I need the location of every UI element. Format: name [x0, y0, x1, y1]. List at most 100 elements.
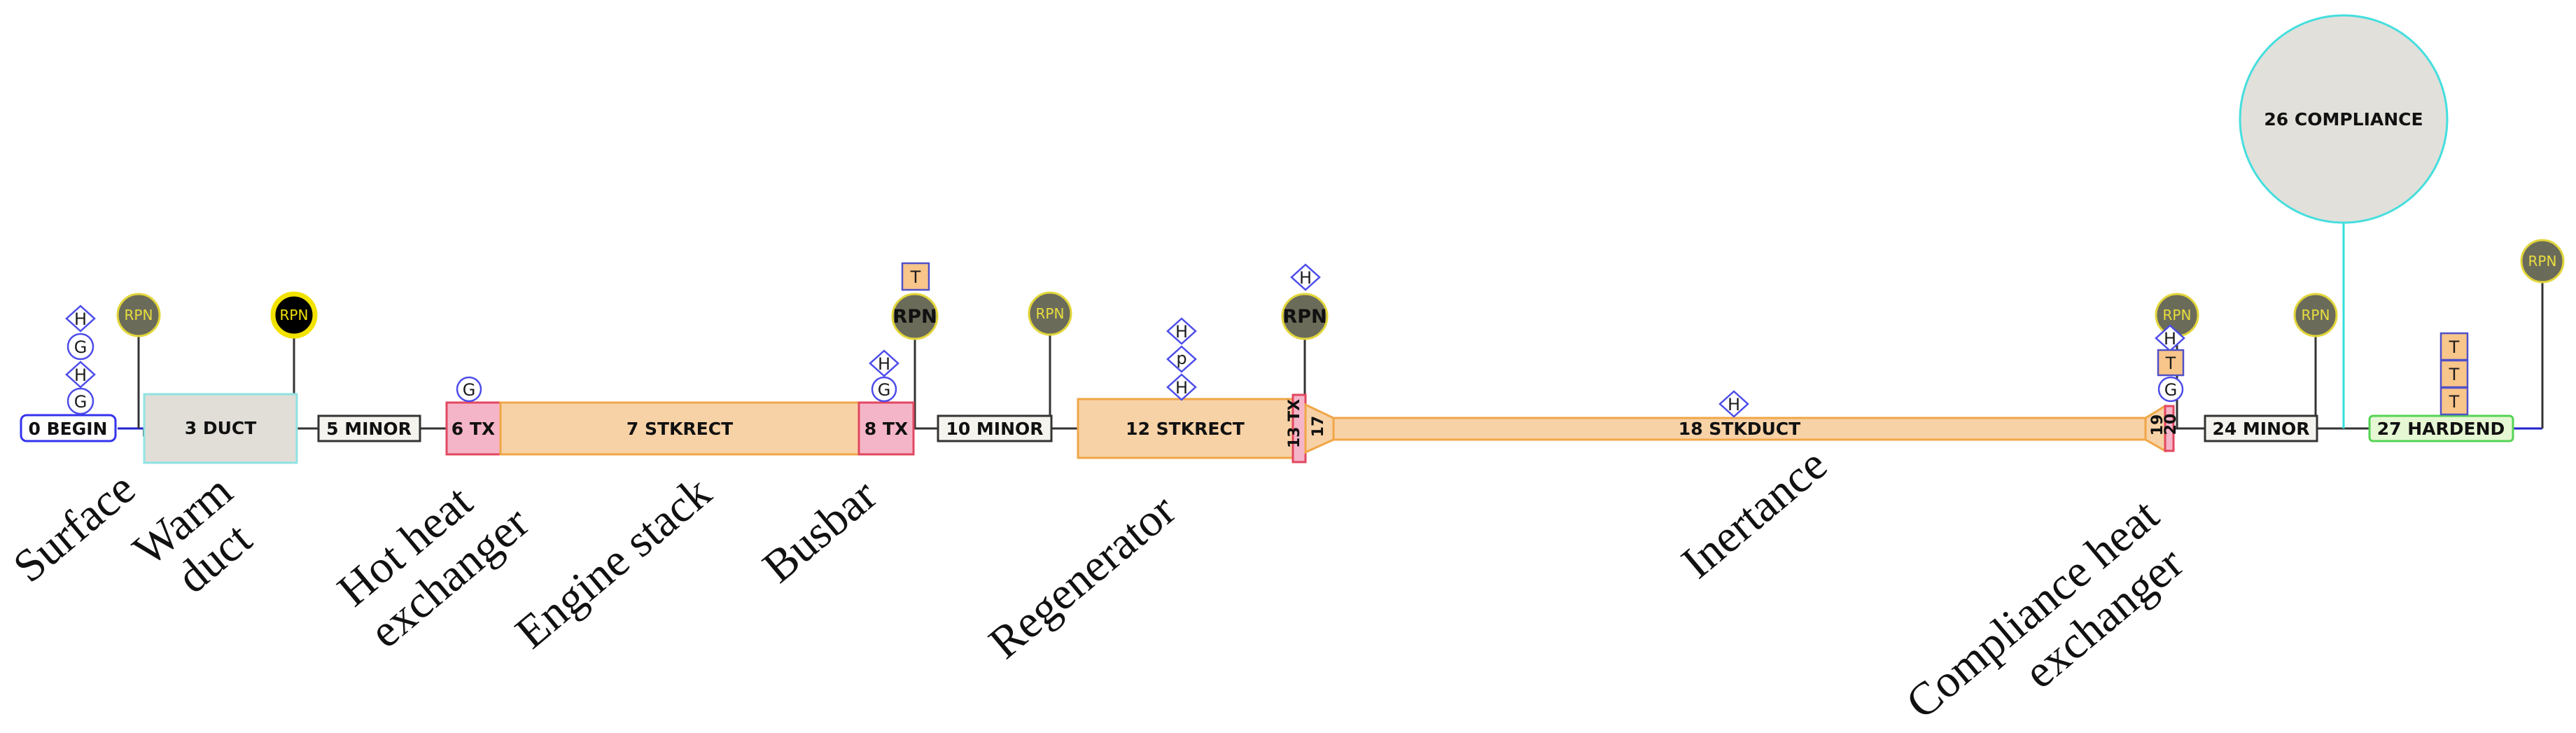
p-badge[interactable]: p [1166, 345, 1197, 373]
badge-letter: p [1176, 349, 1186, 368]
segment-compliance-26[interactable]: 26 COMPLIANCE [2239, 14, 2449, 224]
segment-minor-10-label: 10 MINOR [946, 419, 1043, 439]
segment-stkduct-18-label: 18 STKDUCT [1679, 419, 1800, 439]
caption-busbar: Busbar [753, 469, 886, 592]
g-badge[interactable]: G [2157, 376, 2184, 403]
badge-letter: G [463, 380, 476, 400]
t-badge-shape [901, 262, 930, 291]
segment-minor-10[interactable]: 10 MINOR [937, 414, 1053, 442]
rpn-circle[interactable]: RPN [2293, 293, 2338, 337]
t-badge[interactable]: T [2157, 349, 2185, 377]
segment-stkduct-18[interactable]: 18 STKDUCT [1332, 417, 2147, 441]
h-badge[interactable]: H [65, 305, 96, 333]
caption-hot-heat-exchanger: Hot heat exchanger [328, 476, 539, 658]
rpn-label: RPN [1282, 306, 1326, 328]
segment-duct-box [143, 393, 298, 464]
caption-regenerator: Regenerator [979, 484, 1185, 669]
segment-stkrect-7-label: 7 STKRECT [626, 419, 733, 439]
badges: H G H G G H G T [65, 262, 2469, 418]
t-badge[interactable]: T [2440, 359, 2469, 389]
badge-letter: H [1175, 322, 1188, 342]
badge-letter: H [1728, 395, 1740, 414]
rpn-label: RPN [2163, 307, 2192, 323]
segment-begin-label: 0 BEGIN [29, 419, 108, 439]
h-badge[interactable]: H [1290, 263, 1321, 291]
segment-begin[interactable]: 0 BEGIN [20, 414, 117, 442]
segment-tx-20-label: 20 [2162, 414, 2180, 435]
segment-stkrect-7[interactable]: 7 STKRECT [499, 401, 860, 456]
h-badge[interactable]: H [1166, 373, 1197, 401]
h-badge-shape [1290, 263, 1321, 291]
h-badge[interactable]: H [1166, 317, 1197, 345]
caption-warm-duct: Warm duct [124, 465, 262, 603]
badge-letter: T [2165, 354, 2176, 373]
h-badge-shape [1718, 390, 1749, 418]
segment-hardend-27-label: 27 HARDEND [2377, 419, 2505, 439]
segment-begin-box [20, 414, 117, 442]
rpn-circle-shape [2520, 239, 2565, 284]
g-badge[interactable]: G [456, 376, 482, 403]
rpn-circle[interactable]: RPN [116, 293, 161, 337]
segment-tx-13-label: 13 TX [1286, 399, 1303, 448]
rpn-label: RPN [892, 306, 937, 328]
segment-cone-17[interactable]: 17 [1304, 403, 1335, 454]
badge-letter: H [1175, 378, 1188, 398]
segment-compliance-26-circle [2239, 14, 2449, 224]
segment-hardend-27-box [2368, 414, 2514, 442]
segment-minor-5-label: 5 MINOR [326, 419, 412, 439]
rpn-circle[interactable]: RPN [891, 293, 939, 340]
segment-tx-13[interactable]: 13 TX [1286, 393, 1307, 463]
h-badge[interactable]: H [1718, 390, 1749, 418]
badge-letter: H [1299, 268, 1312, 288]
g-badge[interactable]: G [871, 376, 897, 403]
segment-cone-17-label: 17 [1310, 416, 1327, 438]
segment-cone-19[interactable]: 19 [2144, 404, 2166, 453]
segment-minor-5-box [317, 414, 421, 442]
t-badge[interactable]: T [2440, 386, 2469, 416]
caption-surface: Surface [4, 463, 145, 592]
t-badge[interactable]: T [901, 262, 930, 291]
segment-tx-6-label: 6 TX [451, 419, 495, 439]
segment-minor-5[interactable]: 5 MINOR [317, 414, 421, 442]
badge-letter: G [878, 380, 891, 400]
t-badge[interactable]: T [2440, 332, 2469, 361]
rpn-markers: RPN RPN RPN RPN RPN RPN RPN RPN [116, 239, 2565, 340]
segment-tx-20[interactable]: 20 [2162, 405, 2180, 452]
rpn-circle[interactable]: RPN [1028, 291, 1072, 336]
segment-tx-20-box [2164, 405, 2175, 452]
badge-letter: H [74, 309, 87, 329]
segment-tx-8[interactable]: 8 TX [858, 401, 915, 456]
h-badge-shape [65, 305, 96, 333]
segment-hardend-27[interactable]: 27 HARDEND [2368, 414, 2514, 442]
rpn-circle[interactable]: RPN [2155, 293, 2199, 337]
h-badge-shape [1166, 373, 1197, 401]
rpn-circle[interactable]: RPN [2520, 239, 2565, 284]
segment-tx-6-box [445, 401, 502, 456]
badge-letter: G [74, 337, 88, 357]
segment-stkrect-12[interactable]: 12 STKRECT [1077, 398, 1294, 459]
segment-duct[interactable]: 3 DUCT [143, 393, 298, 464]
rpn-circle-shape [1028, 291, 1072, 336]
rpn-circle-highlighted[interactable]: RPN [270, 291, 318, 339]
segment-compliance-26-label: 26 COMPLIANCE [2264, 109, 2423, 130]
badge-letter: T [910, 267, 921, 287]
segment-stkrect-12-box [1077, 398, 1294, 459]
badge-letter: G [2164, 380, 2178, 400]
caption-inertance: Inertance [1672, 439, 1837, 589]
g-badge[interactable]: G [66, 387, 94, 415]
badge-letter: G [74, 392, 88, 412]
h-badge[interactable]: H [65, 361, 96, 389]
g-badge[interactable]: G [66, 333, 94, 361]
g-badge-shape [2157, 376, 2184, 403]
segment-minor-24-box [2204, 414, 2318, 442]
segment-tx-6[interactable]: 6 TX [445, 401, 502, 456]
h-badge[interactable]: H [869, 349, 899, 377]
segment-stkrect-7-box [499, 401, 860, 456]
rpn-label: RPN [280, 307, 309, 323]
h-badge[interactable]: H [2155, 324, 2185, 352]
t-badge-shape [2157, 349, 2185, 377]
p-badge-shape [1166, 345, 1197, 373]
segment-minor-24[interactable]: 24 MINOR [2204, 414, 2318, 442]
rpn-circle[interactable]: RPN [1281, 293, 1329, 340]
